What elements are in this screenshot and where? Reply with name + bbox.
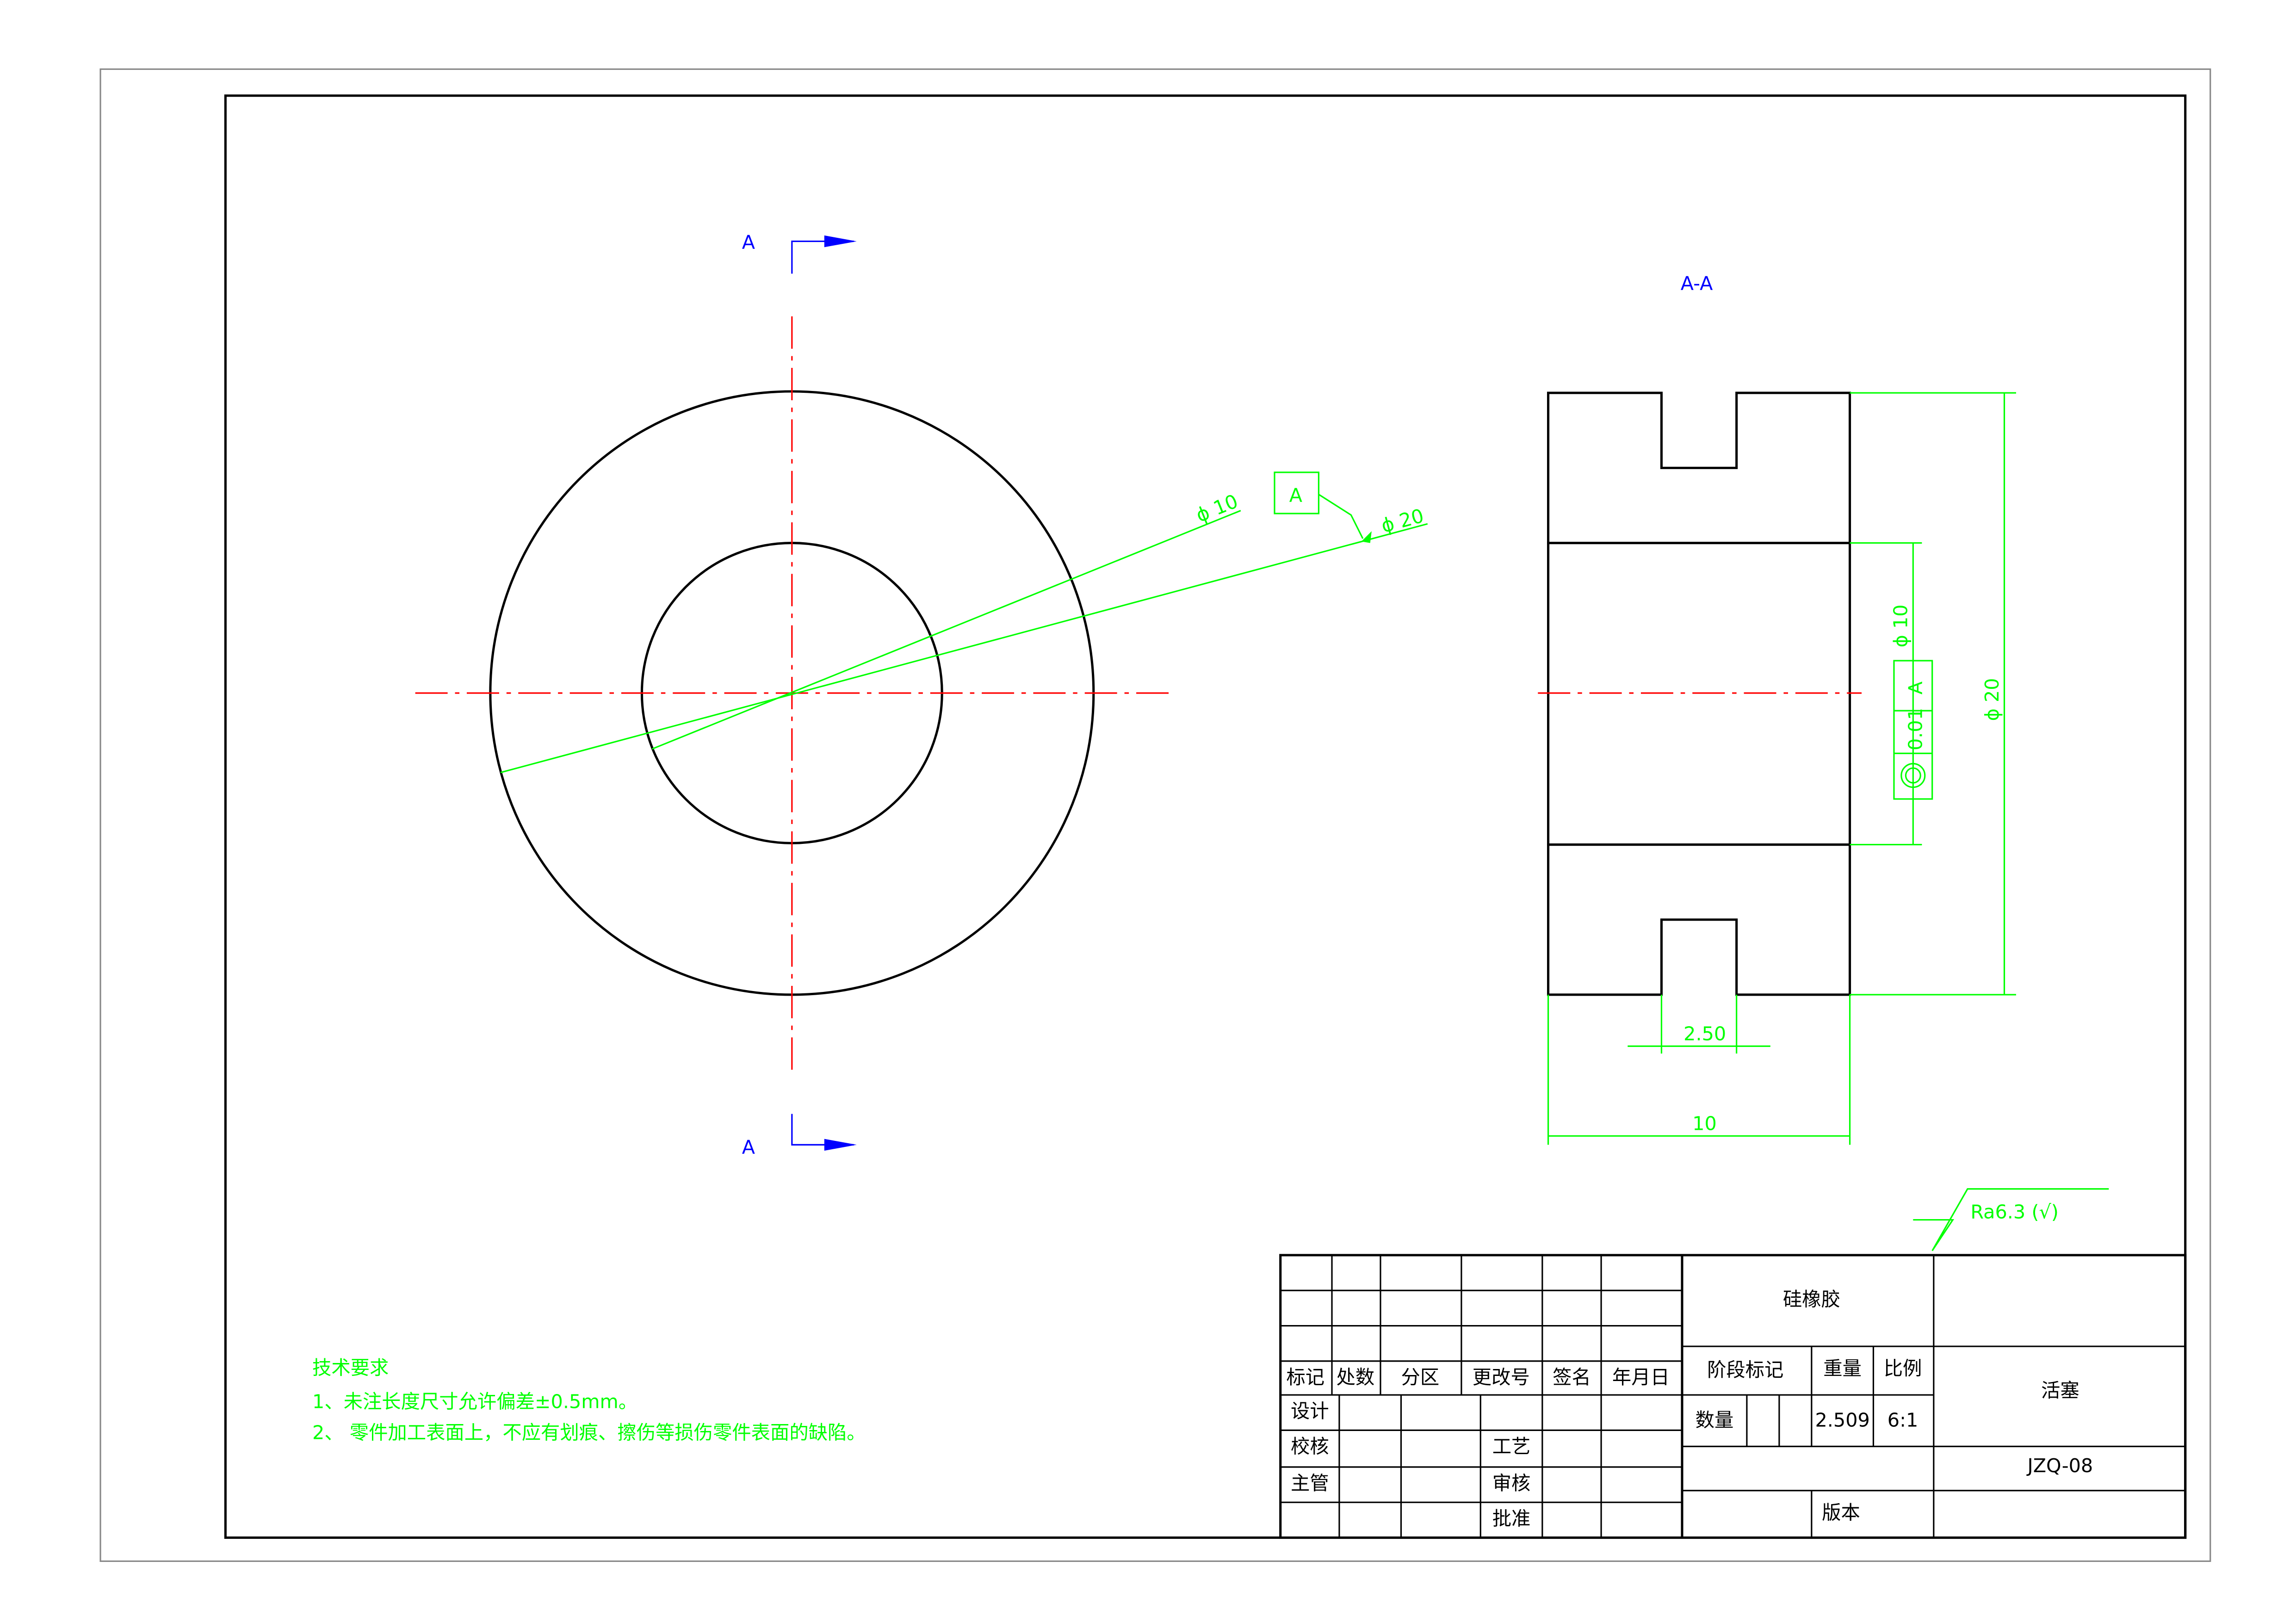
role-process: 工艺 (1492, 1436, 1531, 1458)
dim-side-phi10: ϕ 10 (1890, 604, 1912, 647)
material: 硅橡胶 (1783, 1288, 1840, 1310)
dim-length: 10 (1692, 1113, 1717, 1135)
version-label: 版本 (1822, 1502, 1860, 1524)
tolerance-datum: A (1904, 681, 1926, 694)
stage-mark-label: 阶段标记 (1707, 1359, 1783, 1381)
hatched-lower (1547, 843, 1851, 996)
section-marker-bottom: A (742, 1136, 755, 1158)
dim-phi10: ϕ 10 (1193, 490, 1241, 527)
tech-item: 2、 零件加工表面上，不应有划痕、擦伤等损伤零件表面的缺陷。 (312, 1421, 866, 1443)
scale-label: 比例 (1884, 1357, 1922, 1380)
dim-groove: 2.50 (1683, 1023, 1726, 1045)
scale-value: 6:1 (1888, 1409, 1918, 1431)
role-manager: 主管 (1291, 1472, 1329, 1494)
datum-label: A (1289, 484, 1302, 507)
section-title: A-A (1681, 273, 1713, 295)
role-approve: 批准 (1492, 1507, 1531, 1530)
weight-value: 2.509 (1815, 1409, 1869, 1431)
datum-triangle (1361, 531, 1372, 543)
roughness-symbol (1913, 1188, 2109, 1251)
dim-line-phi20 (500, 523, 1428, 774)
header-count: 处数 (1337, 1366, 1375, 1388)
role-review: 审核 (1492, 1472, 1531, 1494)
quantity-label: 数量 (1696, 1409, 1734, 1431)
header-zone: 分区 (1401, 1366, 1440, 1388)
datum-box (1274, 471, 1320, 514)
section-view: A-A ϕ 20 ϕ 10 0.01 A 2.50 10 Ra6.3 (√) (1538, 273, 2109, 1251)
tech-title: 技术要求 (312, 1357, 389, 1379)
inner-frame (224, 94, 2187, 1539)
hatched-upper (1547, 391, 1851, 545)
outer-frame (99, 68, 2211, 1562)
dim-phi20: ϕ 20 (1379, 505, 1426, 537)
front-view: A ϕ 10 ϕ 20 A A (415, 231, 1428, 1158)
dim-side-phi20: ϕ 20 (1981, 678, 2003, 721)
header-mark: 标记 (1286, 1366, 1324, 1388)
drawing-number: JZQ-08 (2026, 1455, 2093, 1477)
tech-item: 1、未注长度尺寸允许偏差±0.5mm。 (312, 1391, 637, 1413)
datum-leader (1318, 494, 1364, 539)
concentricity-icon (1900, 763, 1926, 788)
arrow-icon (824, 235, 857, 248)
header-change-no: 更改号 (1473, 1366, 1530, 1388)
title-block: 标记 处数 分区 更改号 签名 年月日 设计 校核 主管 工艺 审核 批准 硅橡… (1279, 1254, 2187, 1539)
role-design: 设计 (1291, 1400, 1329, 1422)
tolerance-frame (1893, 660, 1933, 800)
header-date: 年月日 (1612, 1366, 1670, 1388)
section-marker-top: A (742, 231, 755, 253)
part-name: 活塞 (2041, 1380, 2079, 1402)
tech-requirements: 技术要求 1、未注长度尺寸允许偏差±0.5mm。 2、 零件加工表面上，不应有划… (312, 1357, 866, 1444)
arrow-icon (824, 1139, 857, 1151)
header-signature: 签名 (1553, 1366, 1591, 1388)
tolerance-value: 0.01 (1904, 708, 1926, 750)
dim-line-phi10 (652, 510, 1241, 750)
role-check: 校核 (1291, 1436, 1329, 1458)
weight-label: 重量 (1823, 1357, 1862, 1380)
surface-roughness: Ra6.3 (√) (1970, 1201, 2059, 1223)
